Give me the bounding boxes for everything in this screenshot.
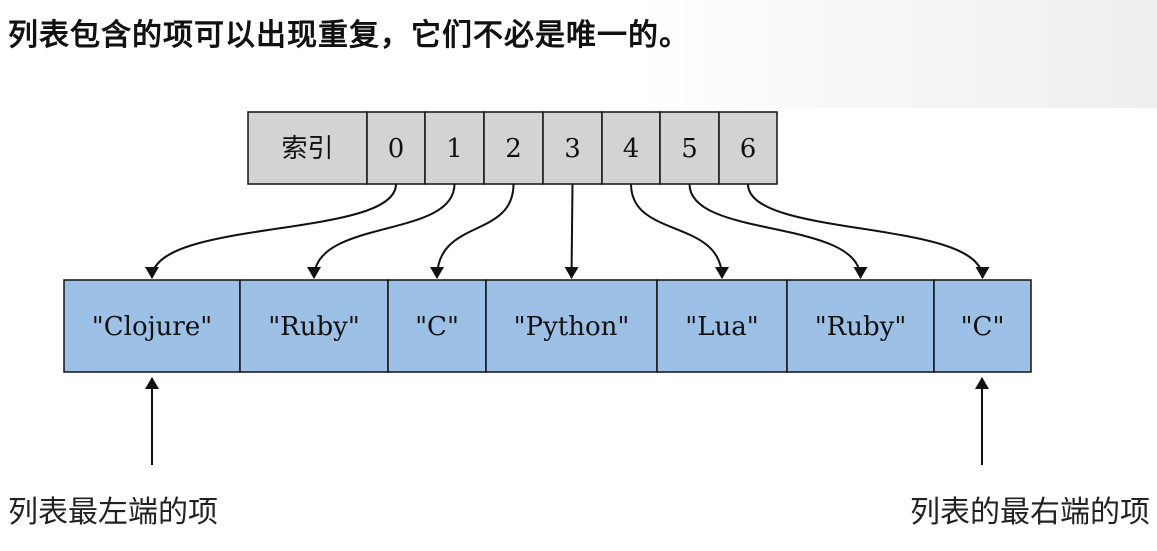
list-item-cell bbox=[239, 279, 389, 373]
index-cell bbox=[483, 111, 544, 185]
list-item-label: "Clojure" bbox=[92, 312, 212, 342]
index-label: 2 bbox=[505, 134, 522, 164]
index-label: 5 bbox=[681, 134, 698, 164]
item-row: "Clojure" "Ruby" "C" "Python" "Lua" "Ruby" "C" bbox=[63, 279, 1032, 373]
index-arrow bbox=[145, 183, 397, 279]
index-header-cell bbox=[247, 111, 368, 185]
index-cell bbox=[659, 111, 720, 185]
index-header-label: 索引 bbox=[281, 134, 333, 164]
list-item-cell bbox=[656, 279, 788, 373]
list-item-cell bbox=[63, 279, 241, 373]
index-label: 6 bbox=[740, 134, 757, 164]
index-label: 3 bbox=[564, 134, 581, 164]
right-end-caption: 列表的最右端的项 bbox=[910, 495, 1150, 530]
list-item-label: "C" bbox=[961, 312, 1005, 342]
index-cell bbox=[718, 111, 778, 185]
list-item-label: "Lua" bbox=[685, 312, 758, 342]
index-arrow bbox=[430, 183, 515, 279]
index-to-item-arrows bbox=[145, 183, 990, 279]
list-item-cell bbox=[387, 279, 487, 373]
list-item-label: "C" bbox=[415, 312, 459, 342]
index-cell bbox=[601, 111, 661, 185]
index-arrow bbox=[688, 183, 868, 279]
index-label: 1 bbox=[446, 134, 463, 164]
page-heading: 列表包含的项可以出现重复，它们不必是唯一的。 bbox=[8, 18, 690, 53]
left-end-caption: 列表最左端的项 bbox=[8, 495, 218, 530]
list-item-cell bbox=[933, 279, 1032, 373]
index-arrow bbox=[307, 183, 456, 279]
index-arrow bbox=[747, 183, 990, 279]
list-item-cell bbox=[485, 279, 658, 373]
list-item-label: "Ruby" bbox=[815, 312, 907, 342]
index-cell bbox=[542, 111, 603, 185]
list-item-label: "Ruby" bbox=[268, 312, 360, 342]
list-item-cell bbox=[786, 279, 935, 373]
captions: 列表最左端的项 列表的最右端的项 bbox=[8, 377, 1150, 530]
index-label: 4 bbox=[623, 134, 640, 164]
list-item-label: "Python" bbox=[514, 312, 630, 342]
index-arrow bbox=[564, 183, 579, 279]
heading-banner: 列表包含的项可以出现重复，它们不必是唯一的。 bbox=[0, 0, 1157, 108]
index-label: 0 bbox=[388, 134, 405, 164]
index-row: 索引 0 1 2 3 4 5 6 bbox=[247, 111, 778, 185]
index-arrow bbox=[630, 183, 729, 279]
